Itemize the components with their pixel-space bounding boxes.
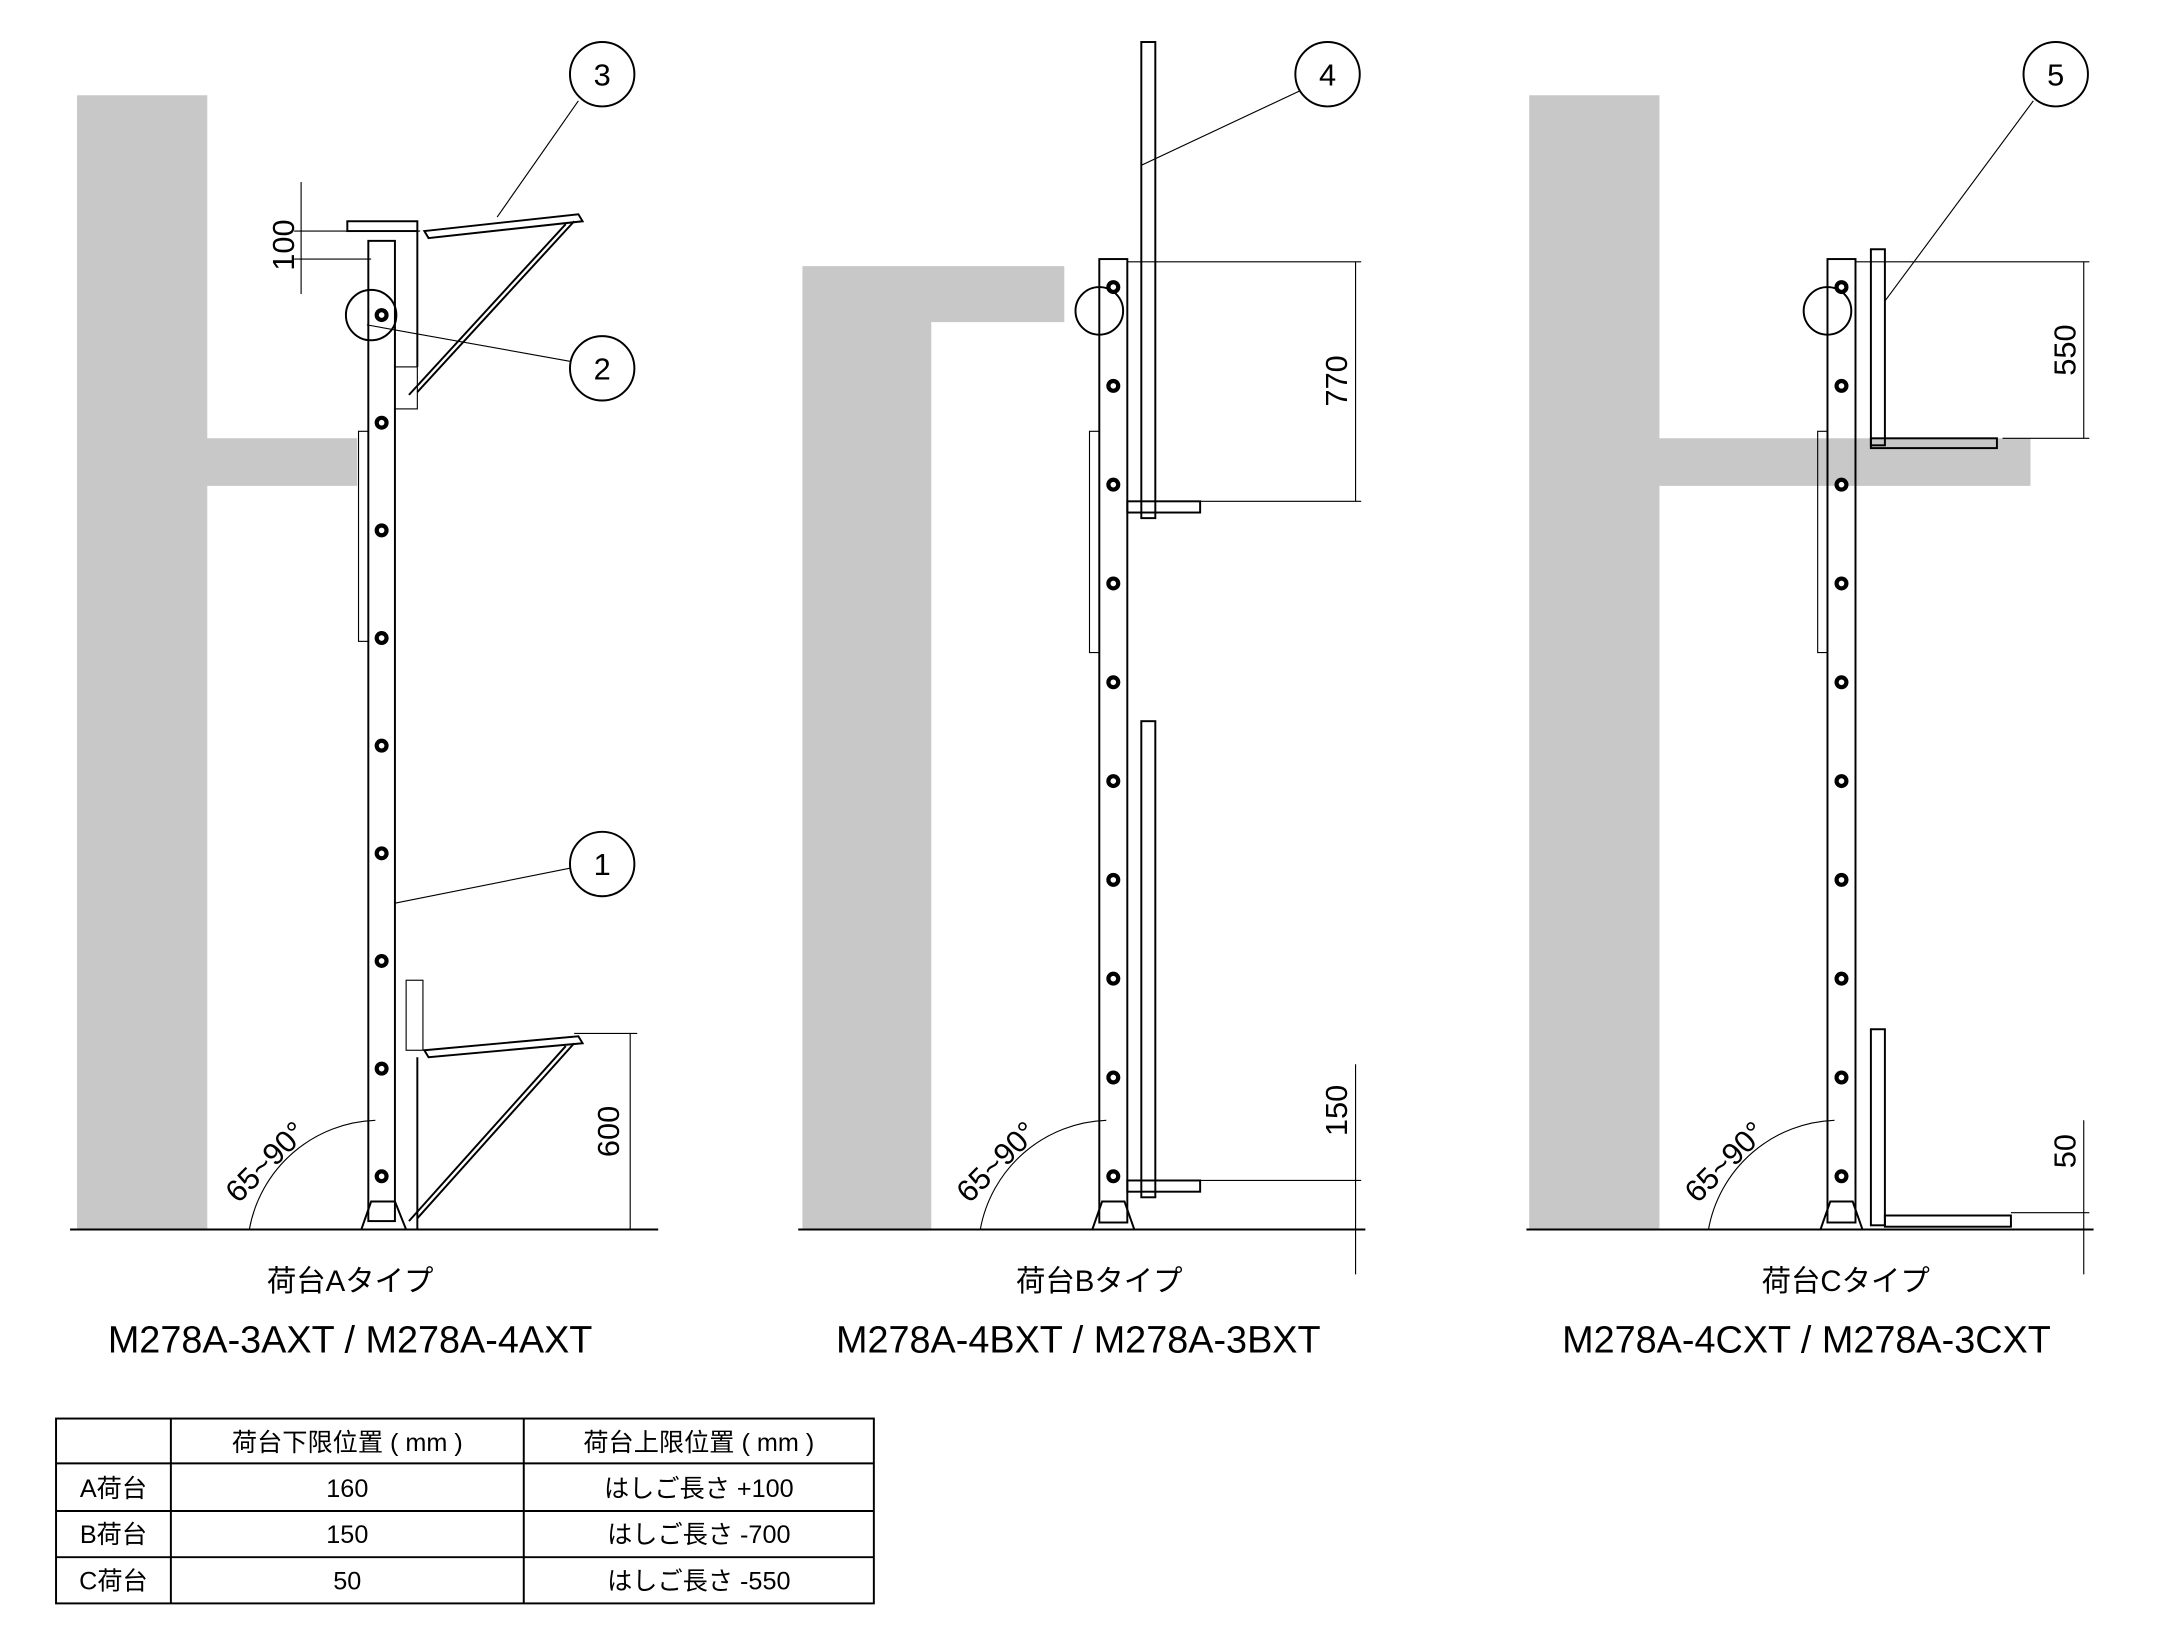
header-lower-limit: 荷台下限位置 ( mm ) — [232, 1429, 463, 1457]
dimension-label: 150 — [1319, 1085, 1354, 1136]
balloon-3: 3 — [496, 41, 636, 218]
balloon-label: 4 — [1319, 57, 1336, 92]
balloon-5: 5 — [1884, 41, 2089, 302]
dimension-50: 50 — [2010, 1120, 2090, 1275]
rung-bolt — [1838, 481, 1845, 488]
platform-a-bottom — [405, 979, 585, 1230]
header-upper-limit: 荷台上限位置 ( mm ) — [583, 1429, 814, 1457]
dimension-label: 600 — [591, 1106, 626, 1157]
model-numbers: M278A-4CXT / M278A-3CXT — [1562, 1320, 2051, 1362]
rung-bolt — [1838, 778, 1845, 784]
angle-indicator: 65~90° — [1678, 1115, 1835, 1230]
dimension-770: 770 — [1127, 261, 1362, 502]
ladder-b — [1074, 258, 1136, 1231]
upper-limit-value: はしご長さ -700 — [607, 1521, 790, 1549]
ladder-c — [1802, 258, 1864, 1231]
table-header: 荷台下限位置 ( mm ) 荷台上限位置 ( mm ) — [232, 1429, 814, 1457]
row-label: A荷台 — [80, 1475, 147, 1503]
rung-bolt — [1110, 877, 1117, 883]
mast-b — [1126, 41, 1202, 1199]
angle-indicator: 65~90° — [218, 1115, 376, 1230]
balloon-label: 3 — [594, 57, 611, 92]
dimension-550: 550 — [1855, 261, 2090, 439]
table-row: C荷台 50 はしご長さ -550 — [79, 1567, 790, 1595]
wall-a — [77, 95, 358, 1230]
angle-label: 65~90° — [218, 1115, 313, 1210]
balloon-label: 2 — [594, 351, 611, 386]
platform-a-top — [346, 213, 585, 410]
balloon-1: 1 — [394, 830, 636, 904]
dimension-label: 50 — [2047, 1134, 2082, 1168]
rung-bolt — [1838, 975, 1845, 982]
rung-bolt — [1838, 1173, 1845, 1180]
row-label: B荷台 — [80, 1521, 147, 1549]
rung-bolt — [378, 1173, 385, 1180]
panel-caption: 荷台Aタイプ — [267, 1265, 434, 1298]
rung-bolt — [1110, 778, 1117, 784]
balloon-4: 4 — [1141, 41, 1361, 166]
rung-bolt — [378, 527, 385, 534]
ladder-a — [344, 239, 408, 1231]
panel-b: 770 150 65~90° 4 荷台Bタイプ M278A-4BXT / M27… — [798, 41, 1366, 1362]
upper-limit-value: はしご長さ +100 — [604, 1475, 794, 1503]
angle-indicator: 65~90° — [949, 1115, 1107, 1230]
angle-label: 65~90° — [1678, 1115, 1773, 1210]
dimension-150: 150 — [1200, 1064, 1362, 1275]
rung-bolt — [1838, 679, 1845, 686]
balloon-label: 5 — [2047, 57, 2064, 92]
panel-caption: 荷台Bタイプ — [1016, 1265, 1183, 1298]
rung-bolt — [1838, 580, 1845, 587]
lower-limit-value: 50 — [333, 1567, 361, 1595]
angle-label: 65~90° — [949, 1115, 1044, 1210]
rung-bolt — [1110, 580, 1117, 587]
lower-limit-value: 150 — [326, 1521, 368, 1549]
table-row: A荷台 160 はしご長さ +100 — [80, 1475, 794, 1503]
dimension-600: 600 — [574, 1032, 638, 1230]
balloon-2: 2 — [366, 324, 636, 402]
rung-bolt — [1110, 383, 1117, 389]
rung-bolt — [378, 312, 385, 318]
balloon-label: 1 — [594, 847, 611, 882]
table-row: B荷台 150 はしご長さ -700 — [80, 1521, 791, 1549]
rung-bolt — [378, 742, 385, 749]
panel-a: 100 600 65~90° 3 2 1 荷台Aタイプ M278A-3AXT /… — [70, 41, 659, 1362]
wall-c — [1529, 95, 2031, 1230]
rung-bolt — [1838, 877, 1845, 883]
rung-bolt — [1110, 481, 1117, 488]
rung-bolt — [1838, 1074, 1845, 1081]
rung-bolt — [378, 958, 385, 964]
rung-bolt — [378, 419, 385, 426]
rung-bolt — [1110, 1074, 1117, 1081]
rung-bolt — [378, 1065, 385, 1072]
model-numbers: M278A-4BXT / M278A-3BXT — [836, 1320, 1321, 1362]
rung-bolt — [1838, 383, 1845, 389]
model-numbers: M278A-3AXT / M278A-4AXT — [108, 1320, 593, 1362]
platform-c — [1869, 248, 2012, 1228]
rung-bolt — [1110, 1173, 1117, 1180]
dimension-label: 100 — [266, 219, 301, 270]
position-table: 荷台下限位置 ( mm ) 荷台上限位置 ( mm ) A荷台 160 はしご長… — [55, 1417, 875, 1605]
dimension-label: 550 — [2047, 324, 2082, 375]
rung-bolt — [1110, 679, 1117, 686]
rung-bolt — [1838, 284, 1845, 290]
rung-bolt — [378, 850, 385, 857]
dimension-label: 770 — [1319, 355, 1354, 406]
rung-bolt — [378, 635, 385, 641]
wall-b — [802, 266, 1065, 1230]
row-label: C荷台 — [79, 1567, 148, 1595]
panel-c: 550 50 65~90° 5 荷台Cタイプ M278A-4CXT / M278… — [1526, 41, 2094, 1362]
rung-bolt — [1110, 284, 1117, 290]
dimension-100: 100 — [266, 182, 421, 295]
upper-limit-value: はしご長さ -550 — [607, 1567, 790, 1595]
panel-caption: 荷台Cタイプ — [1762, 1265, 1930, 1298]
lower-limit-value: 160 — [326, 1475, 368, 1503]
rung-bolt — [1110, 975, 1117, 982]
